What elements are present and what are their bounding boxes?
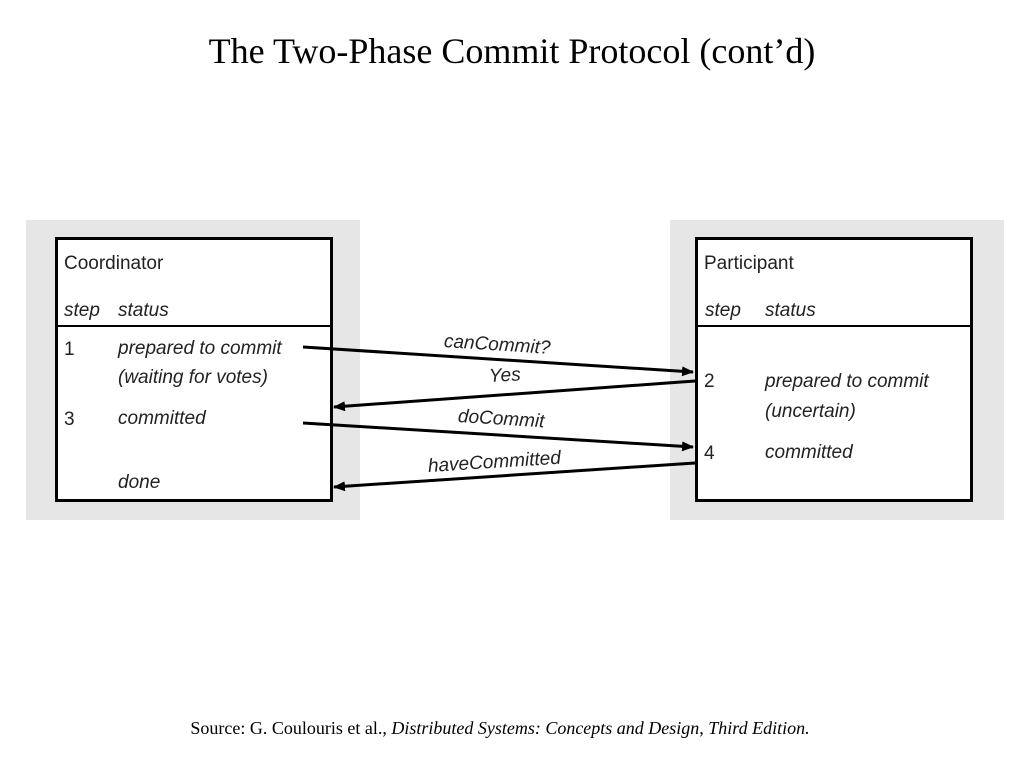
yes-label: Yes <box>488 364 522 387</box>
coordinator-status-done: done <box>118 472 161 493</box>
havecommitted-arrow <box>333 461 696 492</box>
coordinator-col-status: status <box>118 300 169 321</box>
participant-status-4: committed <box>765 442 853 463</box>
participant-step-2: 2 <box>704 371 715 392</box>
participant-step-4: 4 <box>704 443 715 464</box>
slide-title: The Two-Phase Commit Protocol (cont’d) <box>208 31 816 71</box>
yes-arrow <box>333 379 696 412</box>
coordinator-status-3: committed <box>118 408 206 429</box>
coordinator-step-3: 3 <box>64 409 75 430</box>
coordinator-status-1: prepared to commit <box>118 338 282 359</box>
docommit-arrow <box>302 421 694 452</box>
source-book: Distributed Systems: Concepts and Design… <box>391 718 810 738</box>
cancommit-arrow <box>302 345 694 377</box>
participant-box <box>695 237 973 502</box>
participant-col-step: step <box>705 300 741 321</box>
coordinator-divider <box>55 325 333 327</box>
docommit-label: doCommit <box>457 406 546 433</box>
participant-divider <box>695 325 973 327</box>
coordinator-step-1: 1 <box>64 339 75 360</box>
participant-status-2: prepared to commit <box>765 371 929 392</box>
participant-status-2b: (uncertain) <box>765 401 856 422</box>
participant-name: Participant <box>704 253 794 274</box>
source-citation: Source: G. Coulouris et al., Distributed… <box>0 718 1000 739</box>
source-prefix: Source: G. Coulouris et al., <box>190 718 392 738</box>
coordinator-status-1b: (waiting for votes) <box>118 367 268 388</box>
participant-col-status: status <box>765 300 816 321</box>
coordinator-name: Coordinator <box>64 253 164 274</box>
coordinator-box <box>55 237 333 502</box>
coordinator-col-step: step <box>64 300 100 321</box>
